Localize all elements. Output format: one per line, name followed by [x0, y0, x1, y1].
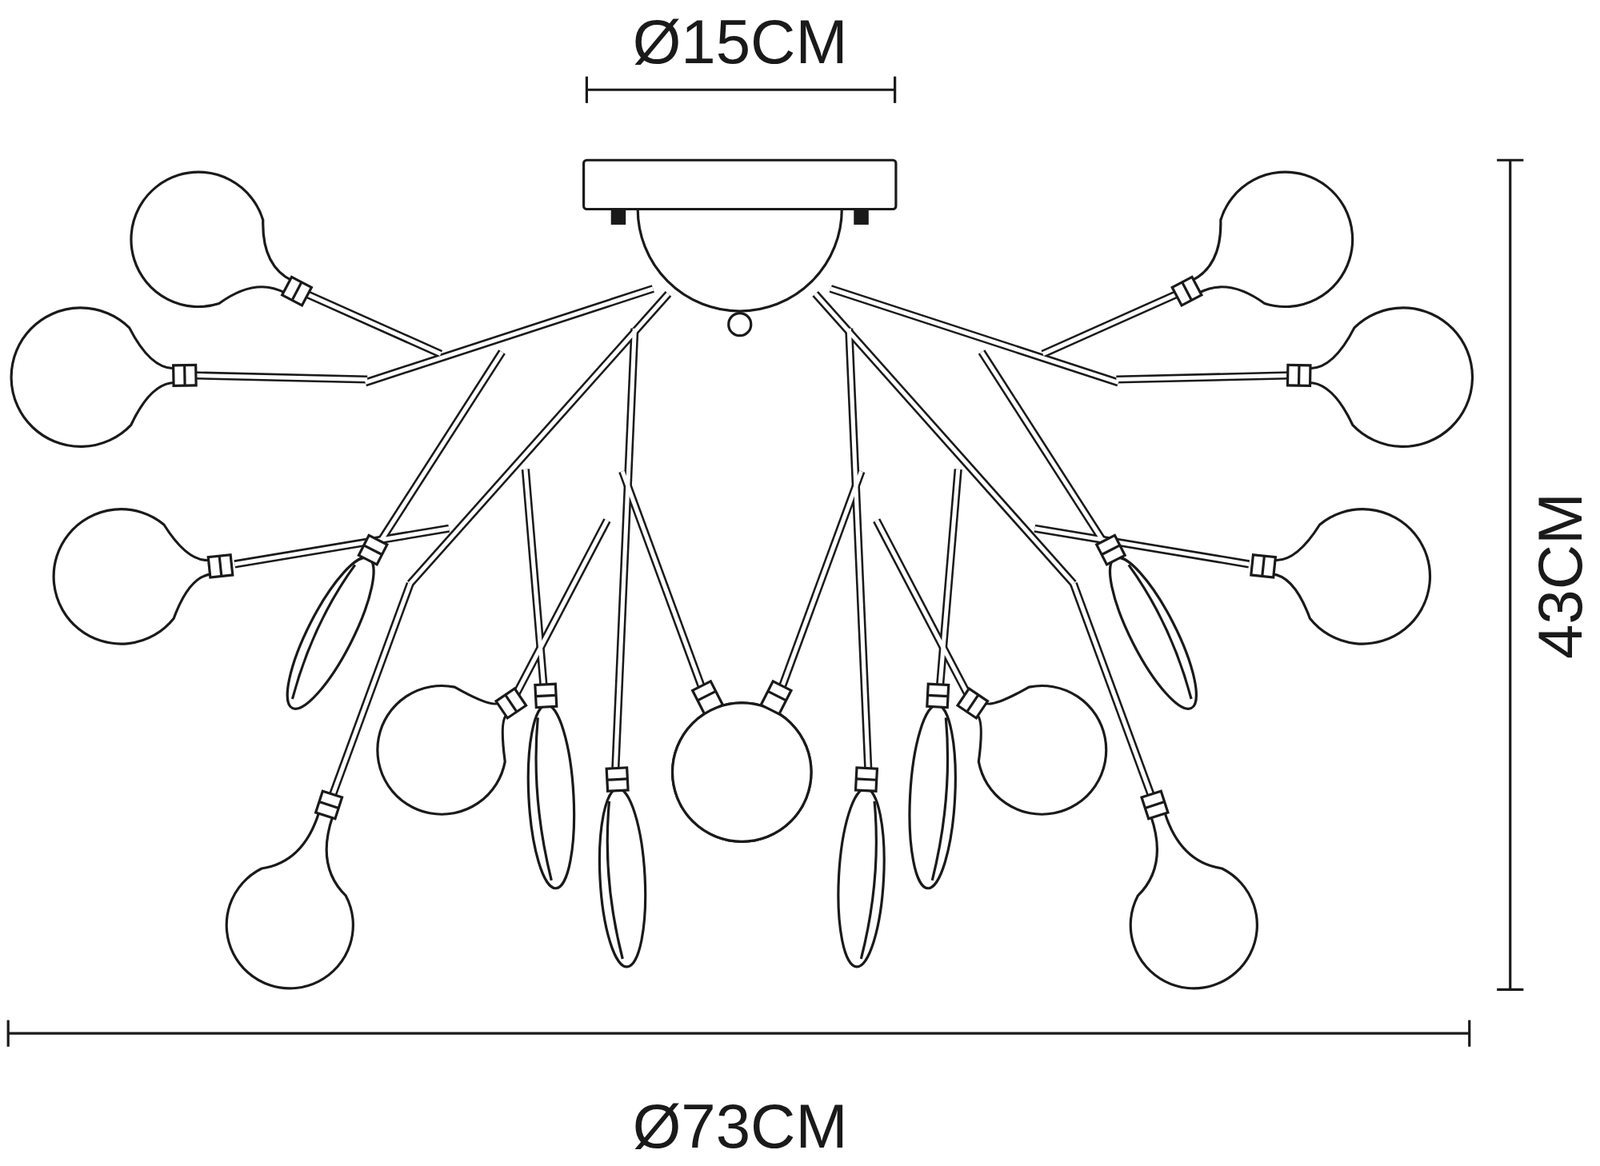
dimension-label: Ø15CM [632, 10, 848, 73]
dimension-lines [8, 76, 1524, 1048]
canopy [584, 160, 896, 336]
dimension-label: Ø73CM [632, 1095, 848, 1158]
dimension-label: 43CM [1528, 492, 1592, 660]
